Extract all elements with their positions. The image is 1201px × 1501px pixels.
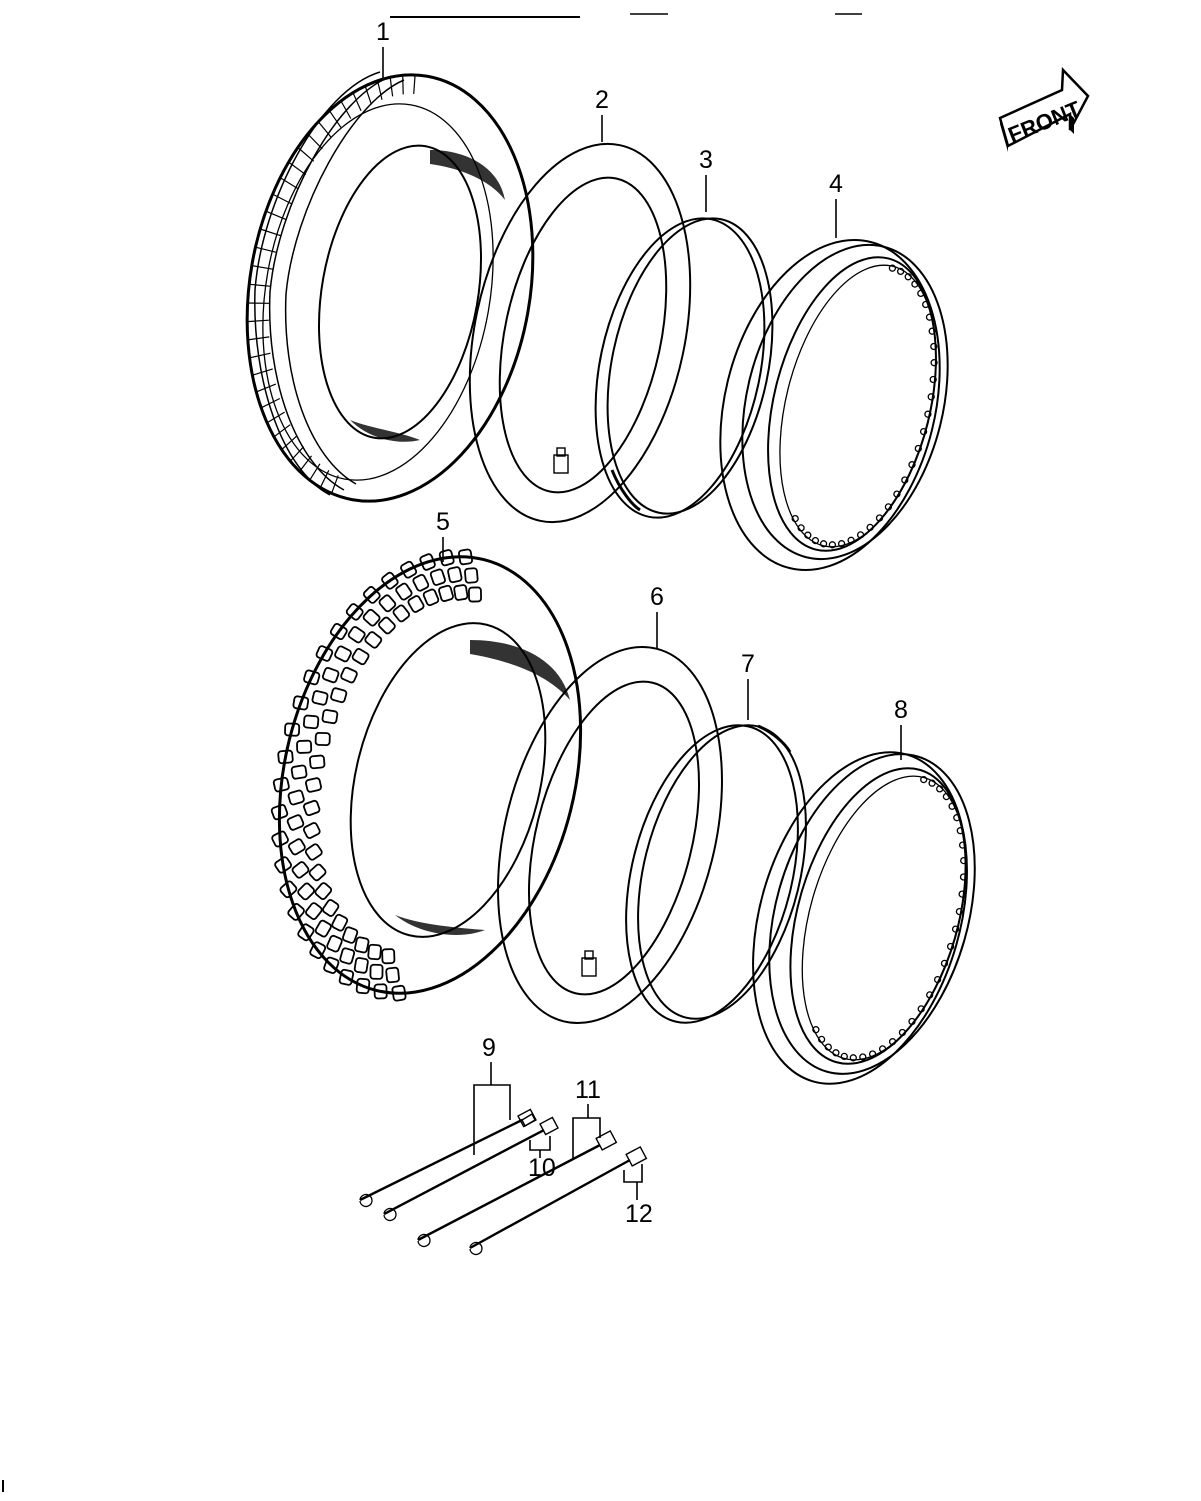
valve-stem-icon xyxy=(553,447,569,474)
rear-tire xyxy=(270,548,583,1002)
callout-label-4: 4 xyxy=(829,170,843,198)
callout-label-2: 2 xyxy=(595,86,609,114)
callout-9: 9 xyxy=(473,1034,511,1155)
callout-label-6: 6 xyxy=(650,583,664,611)
valve-stem-icon xyxy=(581,950,597,977)
spoke-set-c xyxy=(417,1129,618,1248)
callout-label-10: 10 xyxy=(528,1154,556,1182)
spoke-set-a xyxy=(359,1108,537,1208)
callout-label-5: 5 xyxy=(436,508,450,536)
callout-6: 6 xyxy=(650,583,664,648)
spoke-set-b xyxy=(383,1116,559,1222)
callout-label-1: 1 xyxy=(376,18,390,46)
rear-rim-band xyxy=(625,724,807,1024)
callout-label-12: 12 xyxy=(625,1200,653,1228)
callout-4: 4 xyxy=(829,170,843,238)
callout-label-11: 11 xyxy=(575,1076,601,1104)
callout-label-3: 3 xyxy=(699,146,713,174)
callout-1: 1 xyxy=(376,18,390,78)
callout-label-8: 8 xyxy=(894,696,908,724)
rear-rim xyxy=(752,751,976,1085)
front-rim-band xyxy=(594,217,774,519)
callout-3: 3 xyxy=(699,146,713,212)
front-rim xyxy=(719,239,949,571)
scan-artifacts xyxy=(2,13,862,1492)
front-tire xyxy=(245,71,535,503)
callout-10: 10 xyxy=(528,1136,556,1182)
callout-8: 8 xyxy=(894,696,908,760)
front-tube xyxy=(468,142,692,524)
rear-tube xyxy=(497,645,723,1025)
callout-5: 5 xyxy=(436,508,450,562)
callout-11: 11 xyxy=(572,1076,601,1160)
callout-7: 7 xyxy=(741,650,755,720)
callout-label-9: 9 xyxy=(482,1034,496,1062)
callout-2: 2 xyxy=(595,86,609,142)
callout-label-7: 7 xyxy=(741,650,755,678)
front-arrow-icon: FRONT xyxy=(998,67,1090,152)
callout-12: 12 xyxy=(623,1164,653,1228)
spoke-set-d xyxy=(469,1145,648,1256)
